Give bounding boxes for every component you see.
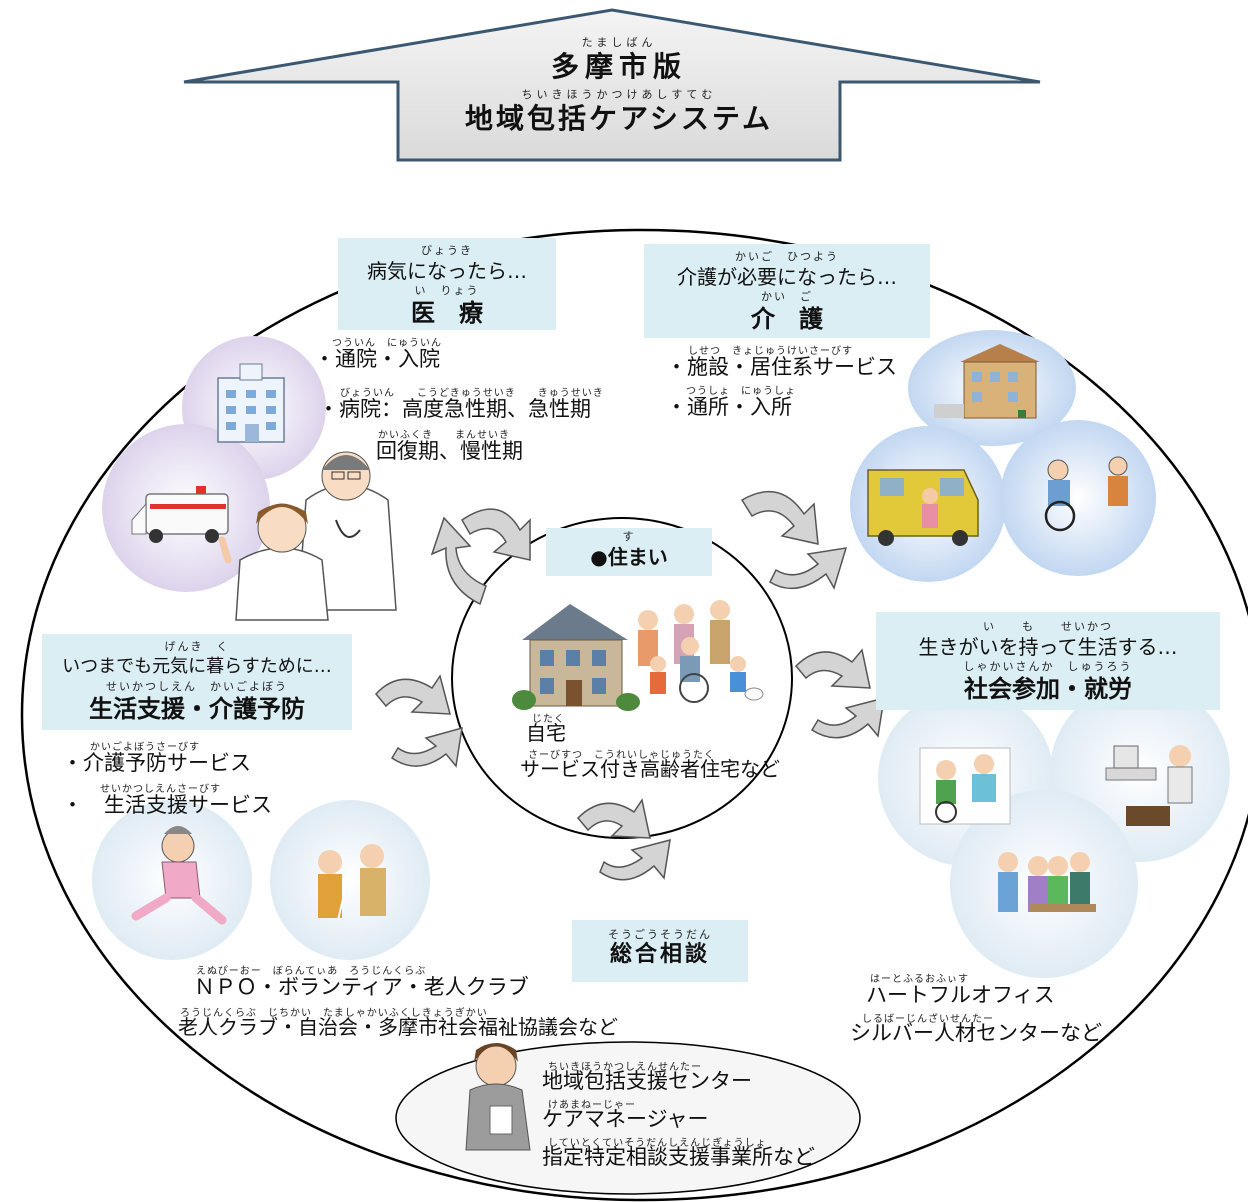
consultant-icon [465, 1043, 531, 1151]
home-ruby: じたく [532, 714, 565, 725]
house-icon [512, 604, 640, 711]
header-line-1: 多摩市版 [550, 50, 687, 83]
medical-title: 病気になったら… [367, 259, 527, 283]
center-ruby-3: していとくていそうだんしえんじぎょうしょ [548, 1138, 767, 1149]
community-line-1: ＮＰＯ・ボランティア・老人クラブ [194, 975, 529, 999]
social-heading-ruby: しゃかいさんか しゅうろう [963, 660, 1133, 673]
care-title-ruby: かいご ひつよう [735, 250, 839, 263]
volunteer-bubble [270, 800, 430, 960]
care-heading-ruby: かい ご [761, 290, 813, 303]
care-item: ・通所・入所 [666, 395, 792, 419]
medical-item-ruby: かいふくき まんせいき [378, 430, 510, 441]
ambulance-icon [131, 486, 229, 543]
center-line-1: 地域包括支援センター [542, 1069, 752, 1093]
medical-item: ・通院・入院 [314, 347, 440, 371]
care-title: 介護が必要になったら… [677, 265, 897, 289]
consultation-label: 総合相談 [609, 942, 710, 967]
social-label-box: い も せいかつ 生きがいを持って生活する… しゃかいさんか しゅうろう 社会参… [876, 612, 1220, 710]
support-title: いつまでも元気に暮らすために… [62, 656, 332, 677]
social-title-ruby: い も せいかつ [983, 620, 1113, 633]
medical-heading-ruby: い りょう [414, 284, 480, 297]
care-item-ruby: つうしょ にゅうしょ [686, 386, 796, 397]
community-line-2: 老人クラブ・自治会・多摩市社会福祉協議会など [178, 1015, 618, 1039]
center-ruby-2: けあまねーじゃー [548, 1100, 636, 1111]
header-title: たましばん 多摩市版 ちいきほうかつけあしすてむ 地域包括ケアシステム [398, 36, 840, 136]
medical-heading: 医 療 [411, 299, 483, 327]
center-ruby-1: ちいきほうかつしえんせんたー [548, 1062, 702, 1073]
family-icon [638, 600, 764, 703]
employment-line-1: ハートフルオフィス [866, 983, 1055, 1007]
medical-title-ruby: びょうき [421, 244, 473, 257]
facility-icon [934, 344, 1040, 419]
home-label: 自宅 [526, 721, 566, 745]
support-label-box: げんき く いつまでも元気に暮らすために… せいかつしえん かいごよぼう 生活支… [42, 634, 352, 730]
consultation-label-box: そうごうそうだん 総合相談 [572, 920, 748, 982]
service-housing-label: サービス付き高齢者住宅など [520, 757, 780, 781]
wheelchair-bubble [1000, 420, 1156, 576]
housing-label-box: す ●住まい [546, 528, 712, 576]
support-heading-ruby: せいかつしえん かいごよぼう [106, 680, 288, 693]
medical-item: ・病院：高度急性期、急性期 [318, 397, 591, 421]
header-ruby-1: たましばん [581, 36, 657, 49]
community-ruby-1: えぬぴーおー ぼらんてぃあ ろうじんくらぶ [196, 966, 427, 977]
medical-item: 回復期、慢性期 [376, 439, 523, 463]
van-icon [867, 469, 979, 546]
center-ellipse [395, 1041, 861, 1195]
office-icon [1105, 745, 1193, 826]
nurse-icon [218, 503, 329, 621]
employment-ruby-1: はーとふるおふぃす [870, 974, 969, 985]
medical-label-box: びょうき 病気になったら… い りょう 医 療 [338, 238, 556, 330]
support-heading: 生活支援・介護予防 [89, 695, 305, 723]
support-title-ruby: げんき く [164, 640, 230, 653]
support-item: ・介護予防サービス [62, 751, 251, 775]
medical-item-ruby: つういん にゅういん [332, 338, 442, 349]
cycle-arrows [375, 491, 885, 881]
header-banner [183, 8, 1041, 162]
volunteer-icon [318, 844, 386, 921]
outer-circle [20, 228, 1248, 1202]
care-item: ・施設・居住系サービス [666, 355, 897, 379]
header-ruby-2: ちいきほうかつけあしすてむ [521, 88, 717, 101]
care-label-box: かいご ひつよう 介護が必要になったら… かい ご 介 護 [644, 244, 930, 338]
community-ruby-2: ろうじんくらぶ じちかい たましゃかいふくしきょうぎかい [180, 1008, 488, 1019]
center-line-2: ケアマネージャー [542, 1107, 709, 1131]
employment-line-2: シルバー人材センターなど [850, 1021, 1102, 1045]
support-item-ruby: かいごよぼうさーびす [90, 742, 200, 753]
support-item: ・ 生活支援サービス [62, 793, 272, 817]
care-item-ruby: しせつ きょじゅうけいさーびす [688, 346, 853, 357]
center-line-3: 指定特定相談支援事業所など [542, 1145, 815, 1169]
seniors-icon [998, 852, 1096, 912]
hospital-icon [217, 363, 285, 443]
care-heading: 介 護 [751, 305, 823, 333]
social-title: 生きがいを持って生活する… [918, 635, 1178, 659]
housing-title: ●住まい [590, 545, 668, 569]
wheelchair-icon [1044, 456, 1128, 532]
support-item-ruby: せいかつしえんさーびす [100, 784, 221, 795]
social-heading: 社会参加・就労 [964, 675, 1132, 703]
consultation-ruby: そうごうそうだん [608, 928, 712, 941]
header-line-2: 地域包括ケアシステム [464, 102, 774, 135]
employment-ruby-2: しるばーじんざいせんたー [862, 1014, 994, 1025]
medical-item-ruby: びょういん こうどきゅうせいき きゅうせいき [340, 388, 604, 399]
service-housing-ruby: さーびすつ こうれいしゃじゅうたく [528, 750, 715, 761]
sports-icon [919, 747, 1011, 825]
housing-ruby: す [622, 530, 636, 543]
exercise-icon [131, 826, 227, 925]
